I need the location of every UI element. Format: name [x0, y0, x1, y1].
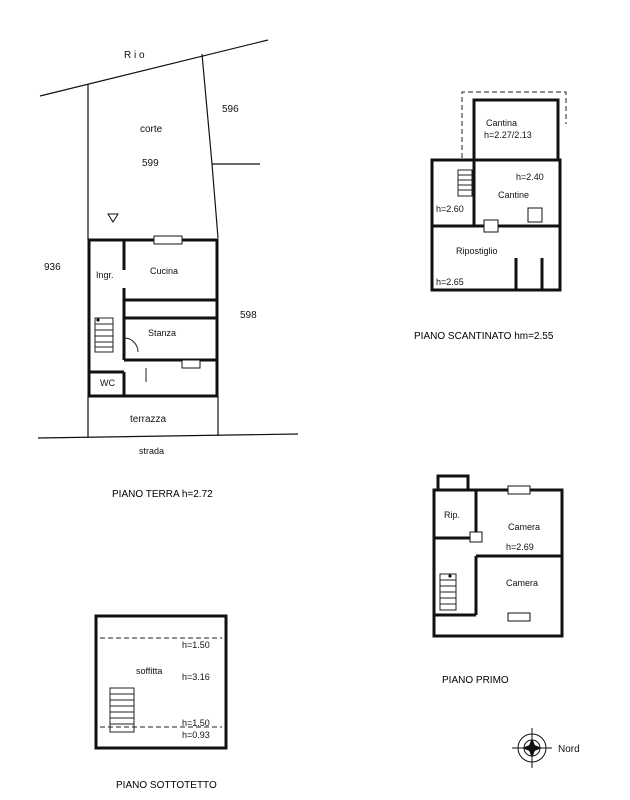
- first-floor-outline: [432, 488, 564, 638]
- cellars-height-label: h=2.40: [516, 172, 544, 182]
- river-boundary-line: [39, 39, 269, 97]
- window-icon: [507, 612, 531, 622]
- ground-floor-caption: PIANO TERRA h=2.72: [112, 489, 213, 500]
- cellar-height-label: h=2.27/2.13: [484, 130, 532, 140]
- door-opening-icon: [527, 207, 543, 223]
- first-storage-label: Rip.: [444, 510, 460, 520]
- entrance-marker-icon: [107, 213, 119, 223]
- bedroom-bottom-label: Camera: [506, 578, 538, 588]
- cellar-label: Cantina: [486, 118, 517, 128]
- attic-room-label: soffitta: [136, 666, 162, 676]
- parcel-598-label: 598: [240, 310, 257, 321]
- ground-stairs-icon: [94, 317, 114, 353]
- attic-height-3: h=1.50: [182, 718, 210, 728]
- ground-floor-plan: [87, 235, 219, 398]
- river-label: R i o: [124, 50, 145, 61]
- window-icon: [181, 359, 201, 369]
- first-floor-stairs-icon: [439, 573, 457, 611]
- courtyard-label: corte: [140, 124, 163, 135]
- north-compass-icon: [512, 728, 552, 768]
- window-icon: [507, 485, 531, 495]
- door-opening-icon: [483, 219, 499, 233]
- first-floor-caption: PIANO PRIMO: [442, 675, 509, 686]
- door-swing-icon: [123, 337, 139, 353]
- attic-height-2: h=3.16: [182, 672, 210, 682]
- basement-caption: PIANO SCANTINATO hm=2.55: [414, 331, 554, 342]
- storage-label: Ripostiglio: [456, 246, 498, 256]
- window-icon: [153, 235, 183, 245]
- kitchen-label: Cucina: [150, 266, 178, 276]
- parcel-596-label: 596: [222, 104, 239, 115]
- basement-plan: [430, 91, 567, 292]
- street-label: strada: [139, 446, 164, 456]
- attic-height-4: h=0.93: [182, 730, 210, 740]
- first-floor-plan: [432, 474, 564, 638]
- basement-left-height-label: h=2.60: [436, 204, 464, 214]
- cellars-label: Cantine: [498, 190, 529, 200]
- storage-height-label: h=2.65: [436, 277, 464, 287]
- wc-label: WC: [100, 378, 115, 388]
- attic-outline: [94, 614, 228, 750]
- entrance-label: Ingr.: [96, 270, 114, 280]
- parcel-599-label: 599: [142, 158, 159, 169]
- first-floor-height-label: h=2.69: [506, 542, 534, 552]
- basement-stairs-icon: [457, 169, 473, 197]
- attic-plan: [94, 614, 228, 750]
- attic-height-1: h=1.50: [182, 640, 210, 650]
- parcel-936-label: 936: [44, 262, 61, 273]
- courtyard-right-boundary: [201, 53, 219, 239]
- north-label: Nord: [558, 744, 580, 755]
- room-label: Stanza: [148, 328, 176, 338]
- door-opening-icon: [469, 531, 483, 543]
- ground-floor-outline: [87, 238, 219, 398]
- first-floor-balcony: [436, 474, 470, 492]
- site-plan: [37, 39, 299, 439]
- attic-stairs-icon: [109, 687, 135, 733]
- street-line: [37, 433, 299, 439]
- attic-caption: PIANO SOTTOTETTO: [116, 780, 217, 791]
- terrace-label: terrazza: [130, 414, 167, 425]
- bedroom-top-label: Camera: [508, 522, 540, 532]
